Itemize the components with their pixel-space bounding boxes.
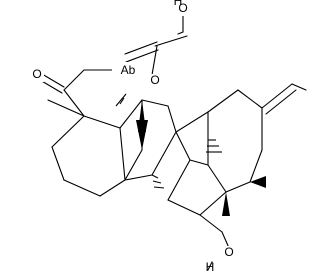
wedge-bond-2 xyxy=(136,120,148,150)
lactone-carbonyl-o-label: O xyxy=(32,67,41,81)
bond-lines xyxy=(39,11,307,271)
wedge-bond-4 xyxy=(222,192,230,216)
carboxyl-h-label: H xyxy=(174,0,183,8)
hydroxyl-h-label: H xyxy=(206,260,215,274)
atom-labels: O H O Ab O O H xyxy=(30,0,236,274)
hashed-bond-1 xyxy=(151,174,165,189)
carboxyl-oh-label: O xyxy=(178,1,187,15)
stereo-bonds xyxy=(115,93,266,216)
ring-o-label: O xyxy=(150,73,159,87)
hydroxyl-o-label: O xyxy=(224,245,233,259)
wedge-bond-3 xyxy=(250,176,266,188)
methyl-abbrev-label: Ab xyxy=(121,63,136,77)
hashed-bond-3 xyxy=(115,93,127,107)
hashed-bond-2 xyxy=(206,139,222,153)
